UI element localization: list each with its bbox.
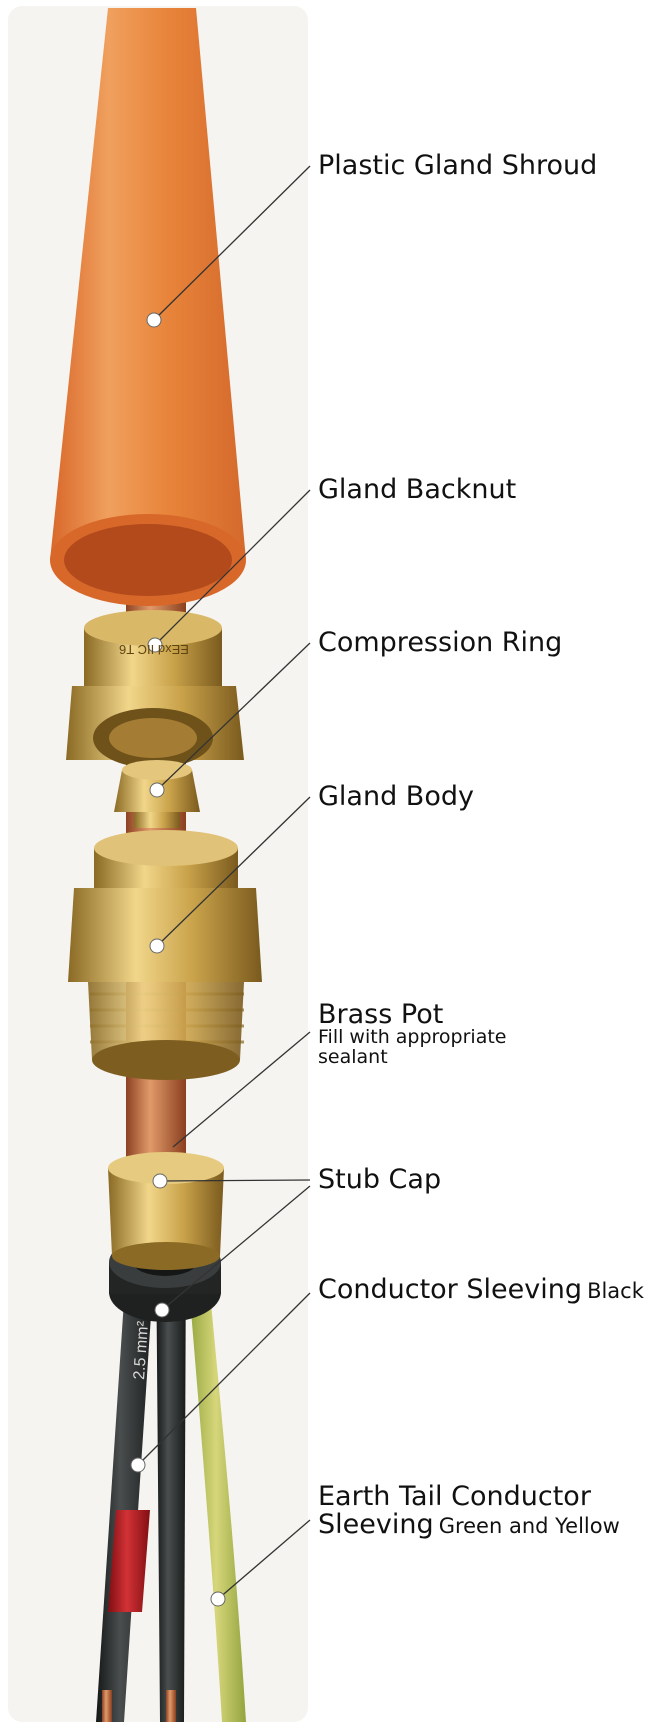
gland-body (68, 830, 262, 1080)
label-conductor-sleeving: Conductor Sleeving Black (318, 1276, 644, 1303)
label-plastic-gland-shroud: Plastic Gland Shroud (318, 152, 597, 179)
brass-pot-note-2: sealant (318, 1048, 507, 1068)
earth-tail-color: Green and Yellow (439, 1514, 620, 1538)
brass-pot-note-1: Fill with appropriate (318, 1028, 507, 1048)
backnut-engraving: EExd IIC T6 (119, 642, 189, 657)
gland-backnut (66, 610, 244, 768)
label-brass-pot: Brass Pot Fill with appropriate sealant (318, 1001, 507, 1068)
label-stub-cap: Stub Cap (318, 1166, 441, 1193)
label-earth-tail-line-1: Earth Tail Conductor (318, 1483, 591, 1510)
label-compression-ring: Compression Ring (318, 629, 562, 656)
brass-pot (108, 1152, 224, 1270)
conductor-sleeving-color: Black (587, 1279, 644, 1303)
label-earth-tail-line-2: Sleeving Green and Yellow (318, 1511, 620, 1538)
label-gland-backnut: Gland Backnut (318, 476, 516, 503)
label-gland-body: Gland Body (318, 783, 474, 810)
